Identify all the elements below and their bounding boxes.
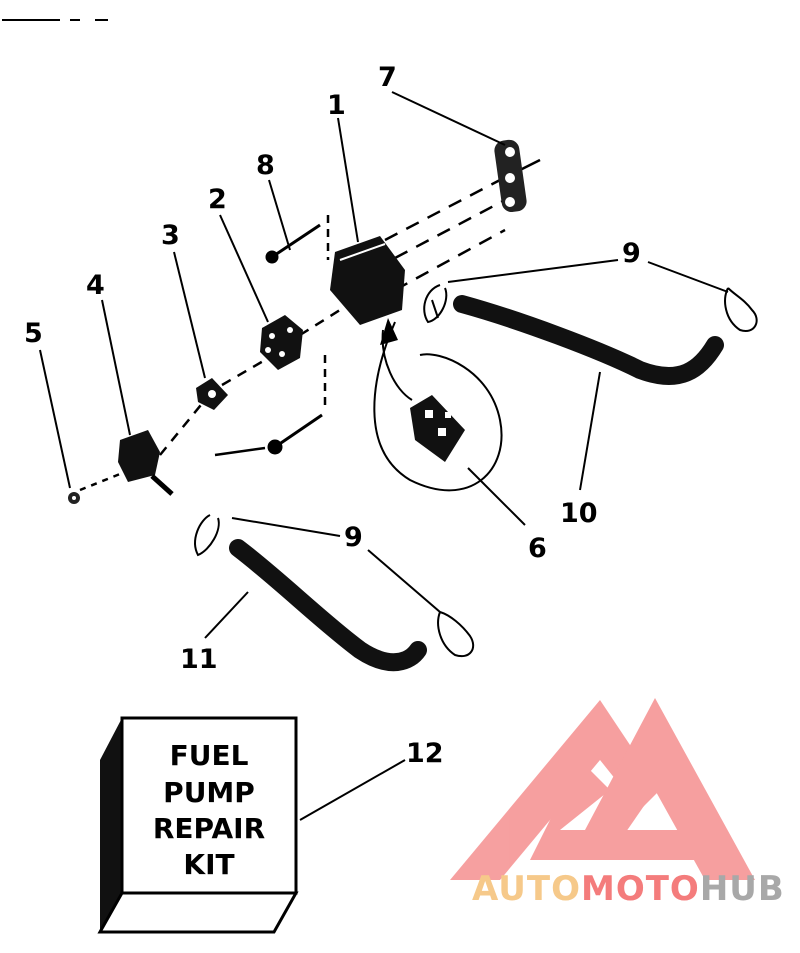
part-1-pump-body [330, 236, 405, 325]
exploded-axis [79, 158, 541, 492]
callout-11: 11 [180, 644, 218, 675]
kit-label-line-4: KIT [183, 848, 234, 881]
leader-lines [39, 91, 729, 821]
part-3-gasket [196, 378, 228, 410]
part-12-repair-kit-box: FUEL PUMP REPAIR KIT [97, 716, 299, 934]
kit-box-bottom [97, 891, 299, 934]
callout-10: 10 [560, 498, 598, 529]
logo-triangle-left [450, 700, 660, 880]
callout-9-lower: 9 [344, 522, 363, 553]
callout-8: 8 [256, 150, 275, 181]
callout-7: 7 [378, 62, 397, 93]
part-6-valve-detail [373, 318, 503, 492]
watermark-logo [450, 698, 755, 880]
callout-6: 6 [528, 533, 547, 564]
watermark-hub: HUB [700, 869, 785, 909]
part-7-gasket [494, 139, 527, 213]
part-9-clamps [194, 284, 758, 658]
watermark-moto: MOTO [581, 869, 700, 909]
callout-2: 2 [208, 184, 227, 215]
part-5-nut [68, 492, 80, 504]
part-8-screws [265, 223, 323, 455]
callout-5: 5 [24, 318, 43, 349]
callout-1: 1 [327, 90, 346, 121]
kit-label-line-2: PUMP [163, 776, 255, 809]
callout-12: 12 [406, 738, 444, 769]
callout-4: 4 [86, 270, 105, 301]
part-10-hose [453, 295, 724, 385]
logo-g-mark [530, 760, 700, 860]
kit-box-side [100, 718, 122, 932]
part-2-diaphragm [260, 315, 303, 370]
callout-9-upper: 9 [622, 238, 641, 269]
part-4-cover [118, 430, 174, 496]
kit-label-line-3: REPAIR [153, 812, 265, 845]
logo-triangle-right [585, 698, 755, 880]
callout-3: 3 [161, 220, 180, 251]
kit-box-front [120, 716, 298, 895]
watermark-auto: AUTO [472, 869, 581, 909]
watermark-text: AUTOMOTOHUB [472, 869, 785, 909]
kit-label-line-1: FUEL [170, 739, 249, 772]
part-11-hose [229, 539, 427, 672]
